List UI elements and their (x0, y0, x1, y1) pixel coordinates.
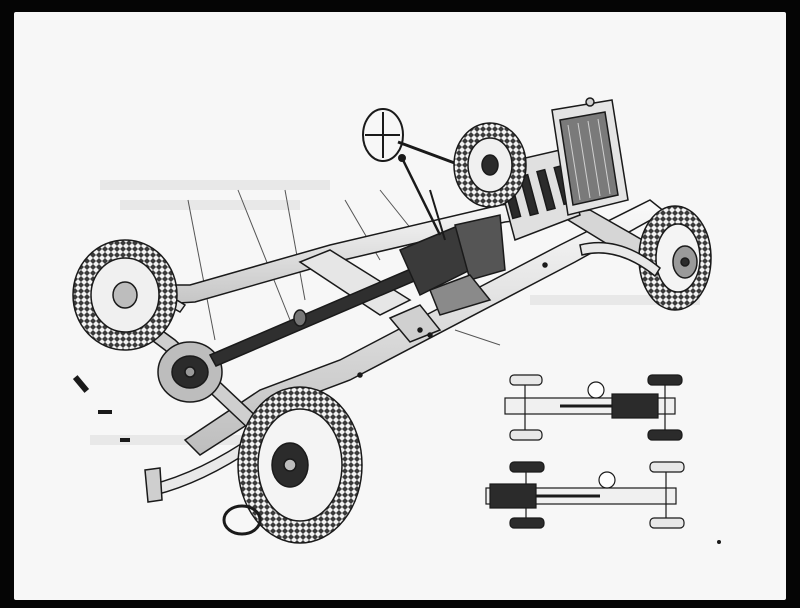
plan-view-bottom-engine (489, 483, 537, 509)
film-edge-marks (72, 375, 721, 544)
front-spring (579, 241, 661, 278)
rear-right-wheel (237, 386, 363, 544)
rear-axle (110, 298, 302, 480)
steering-wheel (362, 108, 404, 162)
hand-brake-lever (429, 189, 446, 241)
radiator (551, 97, 629, 216)
cross-member-2 (388, 304, 442, 343)
plan-view-top (504, 374, 683, 441)
plan-view-top-steering-wheel (587, 381, 605, 399)
front-left-wheel (453, 122, 527, 208)
exhaust-pipe (429, 274, 492, 316)
wheels (72, 122, 712, 544)
plan-view-top-engine (611, 393, 659, 419)
spare-wheel-fragment (222, 504, 262, 536)
front-right-wheel (638, 205, 712, 311)
plan-view-bottom (485, 461, 685, 529)
gear-lever (400, 157, 442, 236)
clutch-housing (454, 214, 506, 281)
rear-left-wheel (72, 239, 178, 351)
plan-view-bottom-steering-wheel (598, 471, 616, 489)
